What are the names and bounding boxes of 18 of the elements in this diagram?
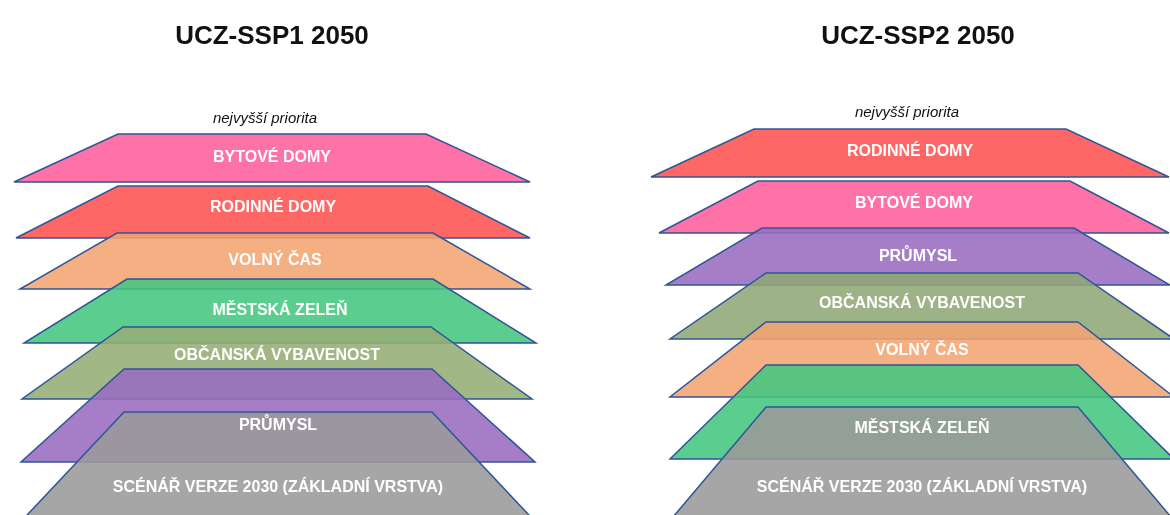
layer-label: MĚSTSKÁ ZELEŇ: [211, 301, 349, 319]
layer-label: RODINNÉ DOMY: [208, 198, 338, 216]
layer-label: PRŮMYSL: [877, 247, 959, 265]
scenario-title: UCZ-SSP1 2050: [175, 19, 369, 51]
layer-label: VOLNÝ ČAS: [874, 341, 970, 359]
layer-label: PRŮMYSL: [237, 416, 319, 434]
scenario-title: UCZ-SSP2 2050: [821, 19, 1015, 51]
layer-label: OBČANSKÁ VYBAVENOST: [818, 294, 1026, 312]
layer-label: SCÉNÁŘ VERZE 2030 (ZÁKLADNÍ VRSTVA): [755, 478, 1089, 496]
layer-label: SCÉNÁŘ VERZE 2030 (ZÁKLADNÍ VRSTVA): [111, 478, 445, 496]
layer-label: VOLNÝ ČAS: [227, 251, 323, 269]
layer-label: BYTOVÉ DOMY: [854, 194, 974, 212]
layer-label: BYTOVÉ DOMY: [212, 148, 332, 166]
priority-note: nejvyšší priorita: [212, 108, 318, 126]
priority-note: nejvyšší priorita: [854, 102, 960, 120]
layer-label: OBČANSKÁ VYBAVENOST: [173, 346, 381, 364]
layer-label: MĚSTSKÁ ZELEŇ: [853, 419, 991, 437]
layer-label: RODINNÉ DOMY: [845, 142, 975, 160]
